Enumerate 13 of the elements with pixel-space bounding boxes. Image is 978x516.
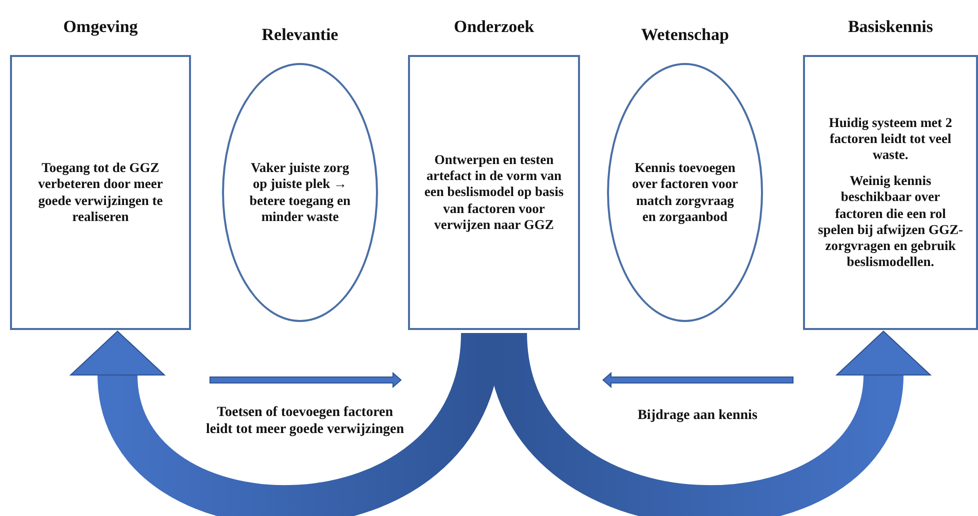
node-text: Huidig systeem met 2 factoren leidt tot veel waste.: [828, 114, 954, 164]
node-text: Vaker juiste zorg op juiste plek → betere toegang en minder waste: [248, 160, 352, 225]
column-heading: Onderzoek: [452, 17, 536, 37]
annotation-text: Toetsen of toevoegen factoren leidt tot meer goede verwijzingen: [205, 405, 405, 439]
node-text: Toegang tot de GGZ verbeteren door meer goede verwijzingen te realiseren: [37, 160, 164, 225]
node-text: Weinig kennis beschikbaar over factoren die een rol spelen bij afwijzen GGZ-zorgvragen en gebruik beslismodellen.: [817, 173, 964, 270]
node-text: Ontwerpen en testen artefact in de vorm van een beslismodel op basis van factoren voor verwijzen naar GGZ: [423, 152, 565, 233]
annotation-text: Bijdrage aan kennis: [636, 408, 758, 425]
column-heading: Wetenschap: [640, 25, 730, 45]
node-text: Kennis toevoegen over factoren voor match zorgvraag en zorgaanbod: [631, 160, 739, 225]
column-heading: Basiskennis: [846, 17, 934, 37]
column-heading: Relevantie: [260, 25, 340, 45]
column-heading: Omgeving: [62, 17, 139, 37]
